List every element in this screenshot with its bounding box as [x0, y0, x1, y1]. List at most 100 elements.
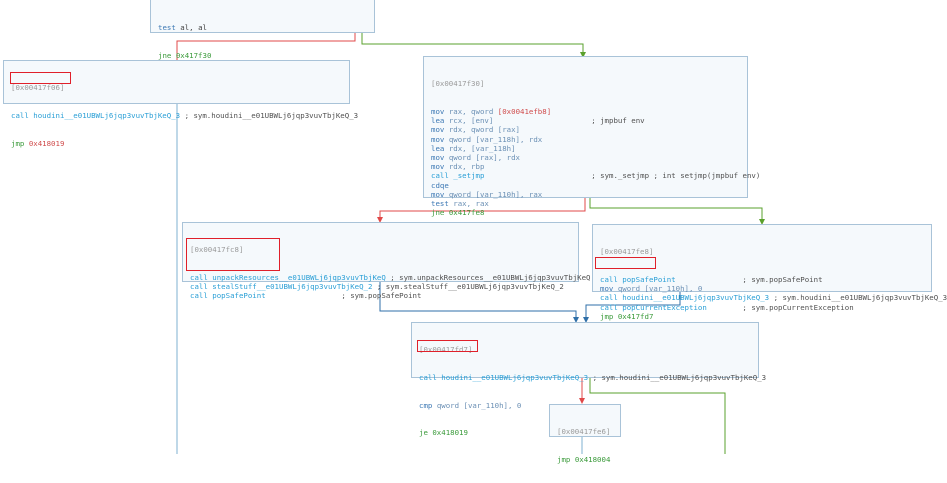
block-address: [0x00417fd7] [419, 345, 473, 355]
mnemonic: call [11, 111, 29, 120]
mnemonic: mov [431, 162, 445, 172]
instruction-row[interactable]: jne 0x417fe8 [431, 208, 740, 217]
block-address: [0x00417fc8] [190, 245, 244, 255]
jump-target[interactable]: 0x418004 [574, 455, 611, 464]
mnemonic: test [158, 23, 176, 33]
mnemonic: jne [431, 208, 445, 218]
instruction-list: mov rax, qword [0x0041efb8]lea rcx, [env… [431, 107, 760, 217]
mnemonic: call [419, 373, 437, 382]
mnemonic: call [190, 282, 208, 292]
mnemonic: call [431, 171, 449, 181]
operand[interactable]: 0x417fd7 [617, 311, 654, 321]
call-target[interactable]: houdini__e01UBWLj6jqp3vuvTbjKeQ_3 [33, 111, 181, 120]
instruction-row[interactable]: mov qword [var_118h], rdx [431, 135, 740, 144]
instruction-row[interactable]: call popSafePoint ; sym.popSafePoint [190, 291, 571, 300]
basic-block-0x00417f06[interactable]: [0x00417f06] call houdini__e01UBWLj6jqp3… [3, 60, 358, 148]
instruction-row[interactable]: jmp 0x417fd7 [600, 312, 924, 321]
edge-b2-to-b4 [379, 282, 579, 323]
edge-top-to-b0 [174, 33, 356, 75]
mnemonic: call [600, 275, 618, 284]
comment: ; sym.houdini__e01UBWLj6jqp3vuvTbjKeQ_3 [592, 373, 767, 382]
mnemonic: jne [158, 51, 172, 60]
call-target[interactable]: popSafePoint [622, 275, 676, 284]
mnemonic: lea [431, 143, 445, 153]
operand: rdx, qword [rax] [448, 125, 521, 135]
instruction-row[interactable]: call unpackResources__e01UBWLj6jqp3vuvTb… [190, 273, 591, 282]
mnemonic: call [600, 302, 618, 312]
operand: qword [rax], rdx [448, 152, 521, 162]
comment: ; sym.stealStuff__e01UBWLj6jqp3vuvTbjKeQ… [376, 282, 564, 292]
edge-b3-to-b4 [583, 292, 681, 323]
basic-block-0x00417f30[interactable]: [0x00417f30] mov rax, qword [0x0041efb8]… [423, 56, 760, 217]
instruction-row[interactable]: mov rax, qword [0x0041efb8] [431, 107, 740, 116]
jump-target[interactable]: 0x418019 [432, 428, 468, 438]
jump-target[interactable]: 0x418019 [28, 138, 65, 148]
comment: ; sym.houdini__e01UBWLj6jqp3vuvTbjKeQ_3 [184, 111, 359, 120]
instruction-row[interactable]: test rax, rax [431, 199, 740, 208]
basic-block-top[interactable]: test al, al jne 0x417f30 [150, 0, 375, 60]
block-address: [0x00417f30] [431, 79, 485, 89]
edge-b4-to-exit [589, 378, 726, 454]
instruction-row[interactable]: mov qword [var_110h], 0 [600, 284, 924, 293]
block-address: [0x00417f06] [11, 83, 65, 93]
call-target[interactable]: stealStuff__e01UBWLj6jqp3vuvTbjKeQ_2 [212, 282, 373, 292]
call-target[interactable]: houdini__e01UBWLj6jqp3vuvTbjKeQ_3 [622, 293, 770, 303]
operand: qword [var_110h], 0 [617, 284, 703, 294]
mnemonic: mov [431, 189, 445, 199]
mnemonic: mov [431, 125, 445, 135]
control-flow-edges [174, 33, 765, 454]
operand: rcx, [env] [448, 116, 494, 126]
instruction-row[interactable]: call houdini__e01UBWLj6jqp3vuvTbjKeQ_3 ;… [600, 293, 947, 303]
comment: ; sym.popSafePoint [341, 291, 422, 301]
instruction-row[interactable]: mov qword [var_110h], rax [431, 190, 740, 199]
basic-block-0x00417fe6[interactable]: [0x00417fe6] jmp 0x418004 [549, 404, 621, 464]
mnemonic: jmp [557, 455, 571, 464]
edge-b1-to-b3 [589, 198, 765, 225]
mnemonic: mov [600, 284, 614, 294]
mnemonic: je [419, 428, 428, 438]
operand[interactable]: 0x417fe8 [448, 208, 485, 218]
basic-block-0x00417fd7[interactable]: [0x00417fd7] call houdini__e01UBWLj6jqp3… [411, 322, 766, 437]
operand: rdx, rbp [448, 162, 485, 172]
call-target[interactable]: popSafePoint [212, 291, 266, 301]
call-target[interactable]: _setjmp [453, 171, 485, 181]
mnemonic: call [190, 291, 208, 301]
basic-block-0x00417fc8[interactable]: [0x00417fc8] call unpackResources__e01UB… [182, 222, 591, 300]
comment: ; sym.houdini__e01UBWLj6jqp3vuvTbjKeQ_3 [773, 293, 947, 303]
block-address: [0x00417fe8] [600, 247, 654, 257]
call-target[interactable]: unpackResources__e01UBWLj6jqp3vuvTbjKeQ [212, 273, 386, 282]
instruction-list: call unpackResources__e01UBWLj6jqp3vuvTb… [190, 273, 591, 301]
mnemonic: cdqe [431, 180, 449, 190]
instruction-row[interactable]: lea rdx, [var_118h] [431, 144, 740, 153]
graph-canvas[interactable]: test al, al jne 0x417f30 [0x00417f06] ca… [0, 0, 947, 464]
instruction-row[interactable]: call popCurrentException ; sym.popCurren… [600, 303, 924, 312]
instruction-row[interactable]: call _setjmp ; sym._setjmp ; int setjmp(… [431, 171, 760, 181]
mnemonic: cmp [419, 400, 433, 410]
operand: al, al [180, 23, 207, 33]
operand: rdx, [var_118h] [448, 143, 516, 153]
instruction-row[interactable]: lea rcx, [env] ; jmpbuf env [431, 116, 740, 125]
comment: ; sym.popSafePoint [742, 275, 823, 284]
address-operand[interactable]: [0x0041efb8] [497, 107, 552, 116]
instruction-row[interactable]: mov qword [rax], rdx [431, 153, 740, 162]
mnemonic: mov [431, 152, 445, 162]
basic-block-0x00417fe8[interactable]: [0x00417fe8] call popSafePoint ; sym.pop… [592, 224, 947, 321]
call-target[interactable]: popCurrentException [622, 302, 707, 312]
mnemonic: lea [431, 116, 445, 126]
instruction-row[interactable]: mov rdx, rbp [431, 162, 740, 171]
jump-target[interactable]: 0x417f30 [175, 51, 212, 60]
edge-b1-to-b2 [377, 198, 586, 223]
comment: ; sym._setjmp ; int setjmp(jmpbuf env) [591, 171, 761, 181]
mnemonic: call [190, 273, 208, 282]
instruction-row[interactable]: call popSafePoint ; sym.popSafePoint [600, 275, 924, 284]
operand: rax, qword [448, 107, 494, 116]
call-target[interactable]: houdini__e01UBWLj6jqp3vuvTbjKeQ_3 [441, 373, 589, 382]
instruction-row[interactable]: mov rdx, qword [rax] [431, 125, 740, 134]
mnemonic: jmp [11, 138, 25, 148]
instruction-row[interactable]: call stealStuff__e01UBWLj6jqp3vuvTbjKeQ_… [190, 282, 571, 291]
mnemonic: jmp [600, 311, 614, 321]
block-address: [0x00417fe6] [557, 427, 611, 437]
instruction-row[interactable]: cdqe [431, 181, 740, 190]
operand: qword [var_110h], 0 [436, 400, 522, 410]
